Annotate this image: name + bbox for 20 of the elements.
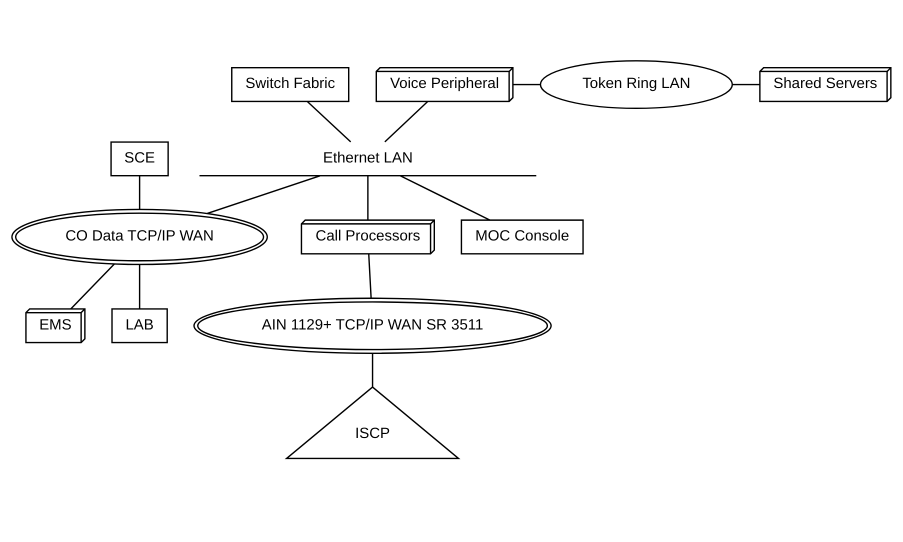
connector: [306, 100, 352, 142]
node-ellipse: Token Ring LAN: [540, 60, 734, 109]
connector: [384, 100, 428, 142]
node-box: LAB: [111, 308, 168, 343]
node-ellipse: CO Data TCP/IP WAN: [11, 208, 268, 265]
connector: [400, 174, 490, 220]
node-ellipse: AIN 1129+ TCP/IP WAN SR 3511: [193, 297, 552, 354]
connector: [138, 264, 140, 308]
connector: [367, 176, 369, 220]
connector: [138, 176, 140, 209]
node-text: Ethernet LAN: [322, 148, 413, 166]
node-box: MOC Console: [460, 218, 584, 254]
connector: [70, 263, 115, 309]
node-box: Switch Fabric: [231, 66, 350, 102]
connector: [513, 83, 540, 85]
connector: [207, 174, 320, 214]
node-box: SCE: [110, 140, 169, 176]
connector: [372, 352, 374, 386]
connector: [368, 253, 372, 298]
connector: [732, 83, 760, 85]
